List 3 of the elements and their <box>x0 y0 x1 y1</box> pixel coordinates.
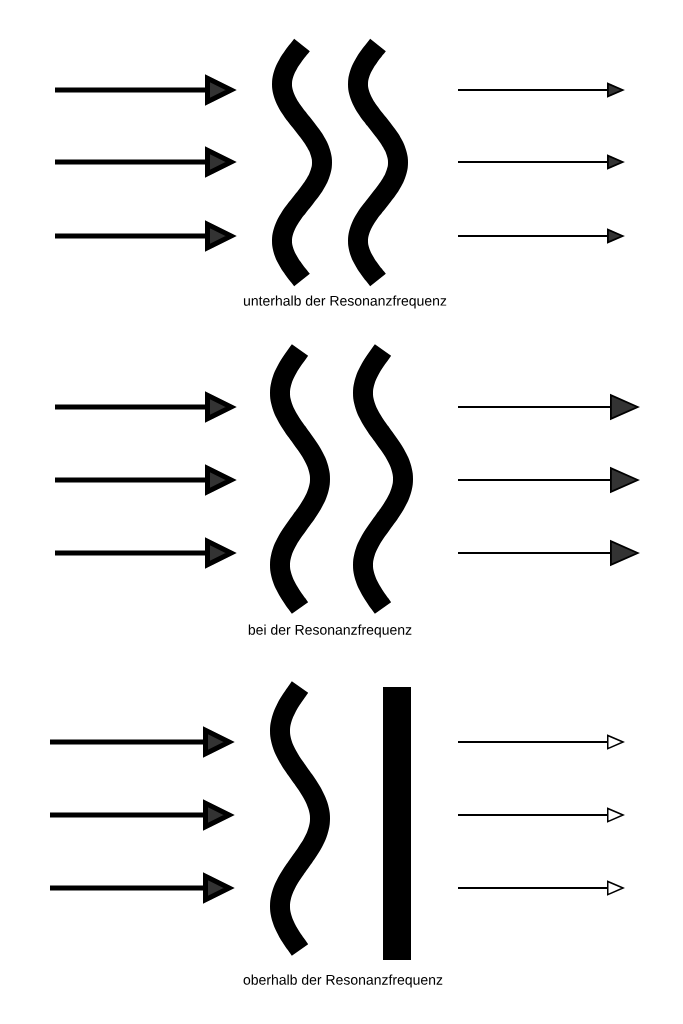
caption: oberhalb der Resonanzfrequenz <box>243 974 443 988</box>
caption: unterhalb der Resonanzfrequenz <box>243 295 447 309</box>
caption: bei der Resonanzfrequenz <box>248 624 412 638</box>
